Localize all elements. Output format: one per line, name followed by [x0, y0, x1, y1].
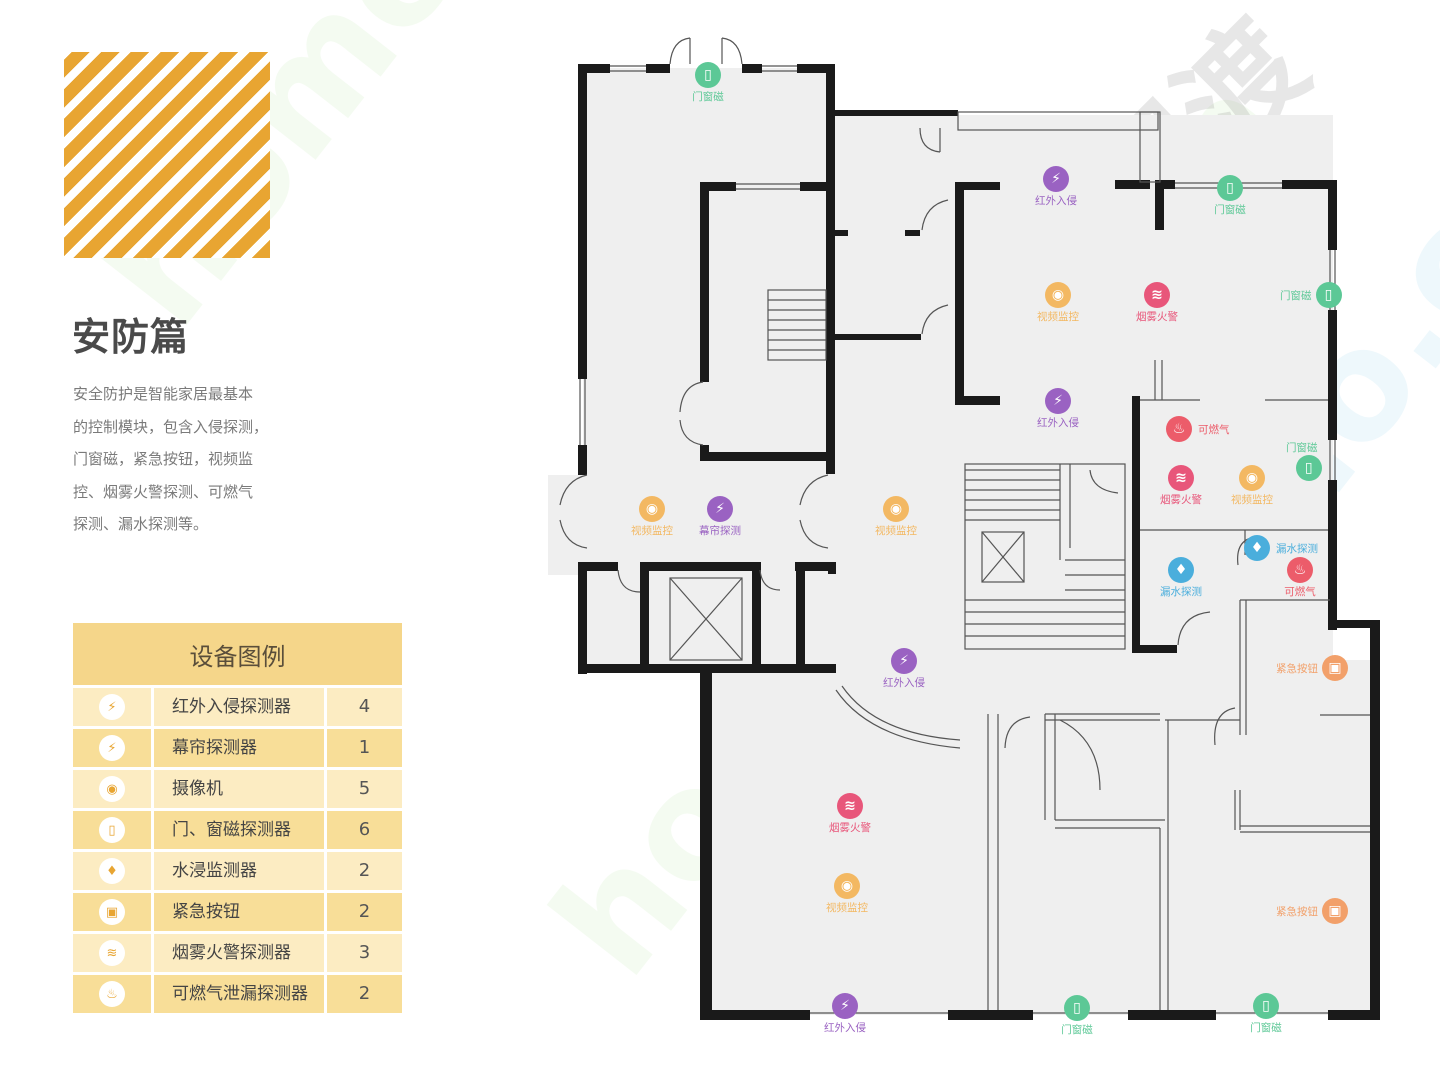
legend-device-count: 2: [327, 975, 402, 1013]
door-window-sensor[interactable]: ▯ 门窗磁: [1022, 995, 1132, 1037]
legend-device-name: 烟雾火警探测器: [154, 934, 324, 972]
infrared-intrusion-sensor[interactable]: ⚡ 红外入侵: [790, 993, 900, 1035]
smoke-fire-icon: ≋: [1168, 465, 1194, 491]
legend-device-name: 红外入侵探测器: [154, 688, 324, 726]
legend-device-name: 摄像机: [154, 770, 324, 808]
legend-device-name: 水浸监测器: [154, 852, 324, 890]
water-leak-icon: ♦: [99, 858, 125, 884]
emergency-button-icon: ▣: [1322, 898, 1348, 924]
walls: [578, 64, 1380, 1020]
infrared-intrusion-icon: ⚡: [832, 993, 858, 1019]
door-magnet-icon: ▯: [99, 817, 125, 843]
legend-device-count: 6: [327, 811, 402, 849]
door-magnet-icon: ▯: [1295, 455, 1322, 481]
water-leak-icon: ♦: [1244, 535, 1270, 561]
gas-leak-icon: ♨: [1166, 416, 1192, 442]
gas-leak-icon: ♨: [99, 981, 125, 1007]
legend-heading: 设备图例: [73, 623, 402, 685]
description-line: 安全防护是智能家居最基本: [73, 385, 254, 403]
infrared-intrusion-icon: ⚡: [99, 694, 125, 720]
gas-leak-icon: ♨: [1287, 557, 1313, 583]
legend-device-count: 2: [327, 852, 402, 890]
water-leak-detector[interactable]: ♦ 漏水探测: [1126, 557, 1236, 599]
video-camera[interactable]: ◉ 视频监控: [792, 873, 902, 915]
device-legend: 设备图例 ⚡ 红外入侵探测器 4 ⚡ 幕帘探测器 1 ◉ 摄像机 5 ▯ 门、窗…: [73, 623, 402, 1013]
legend-device-count: 5: [327, 770, 402, 808]
curtain-detector-icon: ⚡: [707, 496, 733, 522]
legend-row: ▣ 紧急按钮 2: [73, 893, 402, 931]
smoke-fire-icon: ≋: [837, 793, 863, 819]
legend-row: ♦ 水浸监测器 2: [73, 852, 402, 890]
emergency-button[interactable]: 紧急按钮 ▣: [1276, 655, 1348, 681]
curtain-detector[interactable]: ⚡ 幕帘探测: [665, 496, 775, 538]
legend-device-name: 幕帘探测器: [154, 729, 324, 767]
gas-leak-detector[interactable]: ♨ 可燃气: [1166, 416, 1234, 442]
legend-row: ⚡ 幕帘探测器 1: [73, 729, 402, 767]
legend-device-name: 紧急按钮: [154, 893, 324, 931]
infrared-intrusion-sensor[interactable]: ⚡ 红外入侵: [1001, 166, 1111, 208]
thin-lines: [559, 37, 1370, 1014]
video-camera[interactable]: ◉ 视频监控: [1003, 282, 1113, 324]
legend-row: ⚡ 红外入侵探测器 4: [73, 688, 402, 726]
door-magnet-icon: ▯: [1253, 993, 1279, 1019]
video-camera[interactable]: ◉ 视频监控: [841, 496, 951, 538]
description-line: 控、烟雾火警探测、可燃气: [73, 482, 254, 501]
door-magnet-icon: ▯: [1064, 995, 1090, 1021]
page-title: 安防篇: [72, 315, 190, 359]
emergency-button-icon: ▣: [1322, 655, 1348, 681]
door-window-sensor[interactable]: ▯ 门窗磁: [1175, 175, 1285, 217]
door-window-sensor[interactable]: 门窗磁 ▯: [1280, 282, 1342, 308]
legend-row: ≋ 烟雾火警探测器 3: [73, 934, 402, 972]
legend-device-count: 4: [327, 688, 402, 726]
water-leak-icon: ♦: [1168, 557, 1194, 583]
infrared-intrusion-icon: ⚡: [891, 648, 917, 674]
smoke-fire-detector[interactable]: ≋ 烟雾火警: [1126, 465, 1236, 507]
camera-icon: ◉: [1239, 465, 1265, 491]
video-camera[interactable]: ◉ 视频监控: [1197, 465, 1307, 507]
decorative-stripe-block: [64, 52, 270, 258]
legend-device-name: 可燃气泄漏探测器: [154, 975, 324, 1013]
description-line: 的控制模块，包含入侵探测，: [73, 417, 269, 436]
smoke-fire-detector[interactable]: ≋ 烟雾火警: [795, 793, 905, 835]
smoke-fire-detector[interactable]: ≋ 烟雾火警: [1102, 282, 1212, 324]
camera-icon: ◉: [639, 496, 665, 522]
legend-device-count: 3: [327, 934, 402, 972]
door-window-sensor[interactable]: 门窗磁 ▯: [1286, 440, 1332, 481]
infrared-intrusion-sensor[interactable]: ⚡ 红外入侵: [849, 648, 959, 690]
door-window-sensor[interactable]: ▯ 门窗磁: [1211, 993, 1321, 1035]
camera-icon: ◉: [834, 873, 860, 899]
infrared-intrusion-icon: ⚡: [1045, 388, 1071, 414]
door-window-sensor[interactable]: ▯ 门窗磁: [653, 62, 763, 104]
infrared-intrusion-icon: ⚡: [1043, 166, 1069, 192]
legend-device-count: 1: [327, 729, 402, 767]
description-line: 门窗磁，紧急按钮，视频监: [73, 450, 254, 468]
infrared-intrusion-sensor[interactable]: ⚡ 红外入侵: [1003, 388, 1113, 430]
door-magnet-icon: ▯: [1315, 282, 1342, 308]
smoke-fire-icon: ≋: [1144, 282, 1170, 308]
door-magnet-icon: ▯: [695, 62, 721, 88]
water-leak-detector[interactable]: ♦ 漏水探测: [1244, 535, 1322, 561]
legend-device-name: 门、窗磁探测器: [154, 811, 324, 849]
curtain-detector-icon: ⚡: [99, 735, 125, 761]
description-line: 探测、漏水探测等。: [73, 515, 209, 533]
emergency-button-icon: ▣: [99, 899, 125, 925]
legend-device-count: 2: [327, 893, 402, 931]
video-camera[interactable]: ◉ 视频监控: [597, 496, 707, 538]
emergency-button[interactable]: 紧急按钮 ▣: [1276, 898, 1348, 924]
gas-leak-detector[interactable]: ♨ 可燃气: [1245, 557, 1355, 599]
description: 安全防护是智能家居最基本 的控制模块，包含入侵探测， 门窗磁，紧急按钮，视频监 …: [73, 378, 313, 541]
door-magnet-icon: ▯: [1217, 175, 1243, 201]
legend-row: ♨ 可燃气泄漏探测器 2: [73, 975, 402, 1013]
smoke-fire-icon: ≋: [99, 940, 125, 966]
camera-icon: ◉: [883, 496, 909, 522]
legend-row: ▯ 门、窗磁探测器 6: [73, 811, 402, 849]
camera-icon: ◉: [1045, 282, 1071, 308]
camera-icon: ◉: [99, 776, 125, 802]
legend-row: ◉ 摄像机 5: [73, 770, 402, 808]
